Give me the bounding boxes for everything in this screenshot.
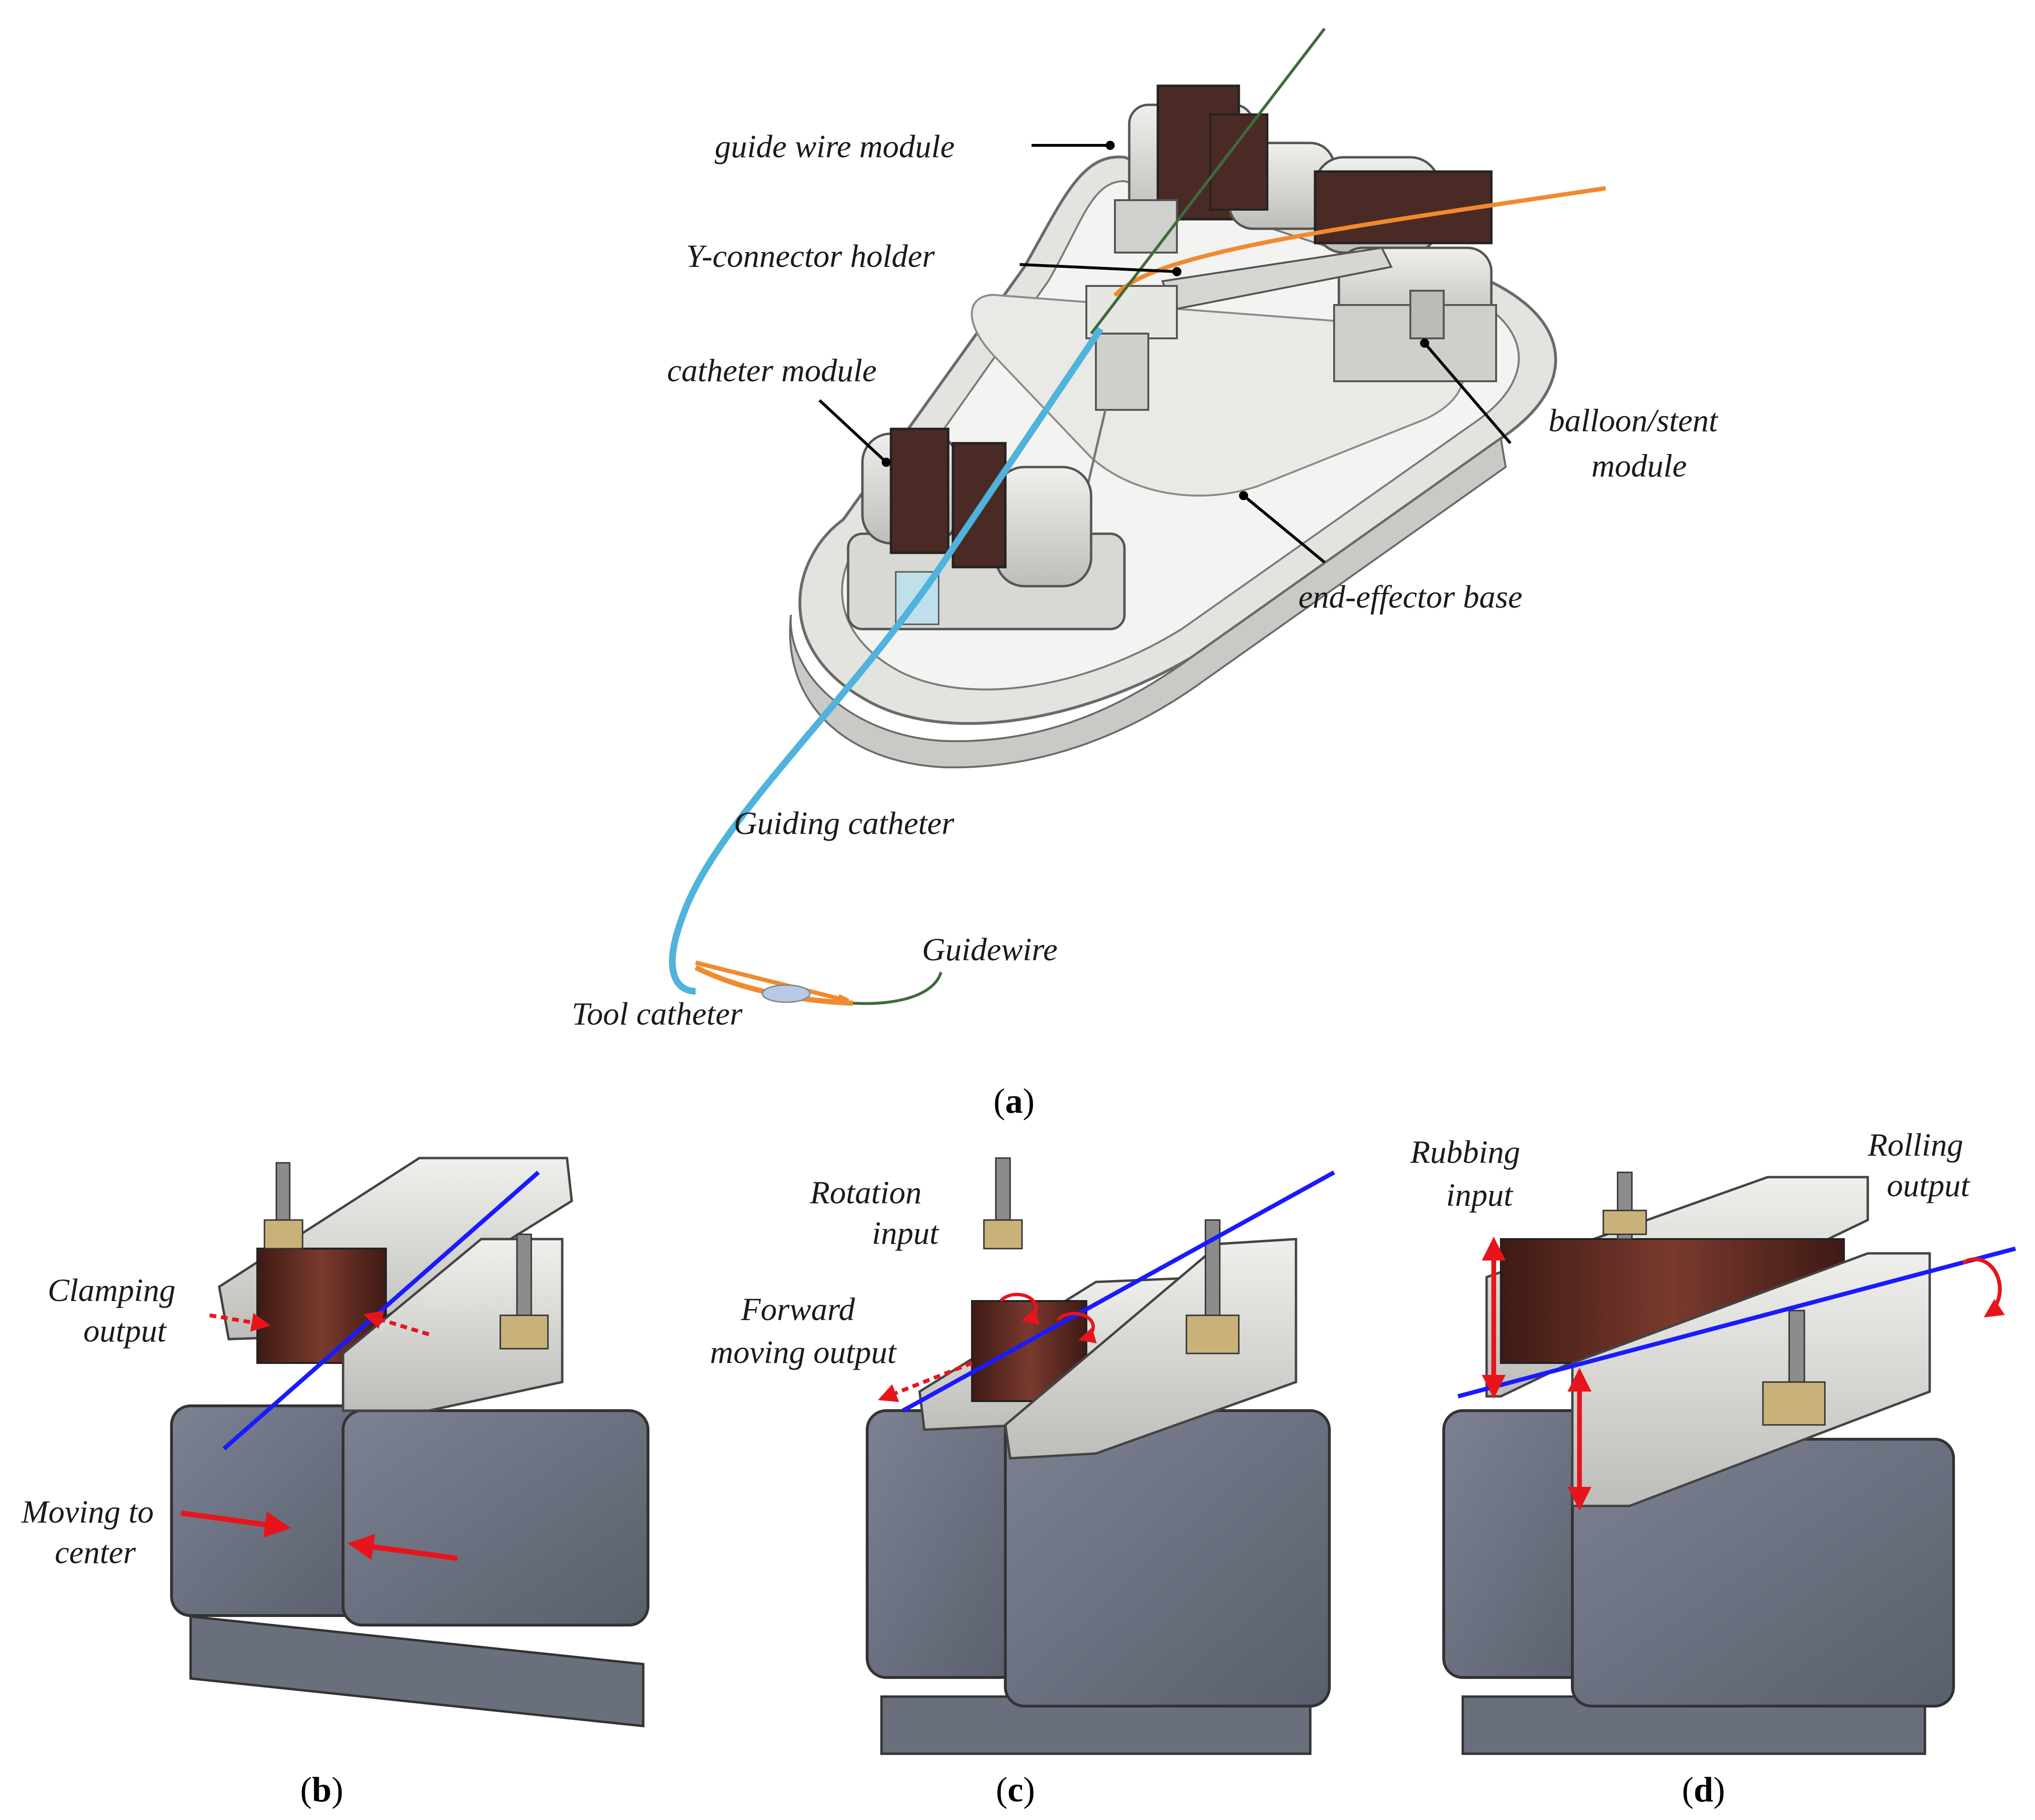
mechanism-c-nut-left	[983, 1219, 1023, 1250]
label-rubbing-2: input	[1446, 1177, 1514, 1213]
label-moving-center-1: Moving to	[21, 1494, 154, 1530]
label-forward-1: Forward	[740, 1291, 855, 1327]
arrow-clamping-left	[209, 1313, 271, 1332]
label-rolling-2: output	[1887, 1167, 1971, 1203]
guide-wire-module-illustration	[1114, 84, 1336, 254]
mechanism-c-housing-left	[866, 1409, 1021, 1679]
mechanism-b-nut-left	[263, 1219, 304, 1250]
arrow-moving-center-left	[181, 1510, 291, 1538]
arrow-rotation-2	[1056, 1312, 1097, 1343]
axis-line-c	[901, 1170, 1336, 1413]
panel-c: Rotation input Forward moving output (c)	[710, 1157, 1336, 1810]
label-guidewire: Guidewire	[922, 931, 1058, 967]
panel-a: guide wire module Y-connector holder cat…	[572, 28, 1719, 1121]
caption-c: (c)	[996, 1770, 1035, 1810]
leader-catheter-module	[818, 399, 891, 467]
label-moving-center-2: center	[55, 1534, 136, 1570]
label-rolling-1: Rolling	[1867, 1127, 1963, 1163]
mechanism-d-nut-back	[1602, 1210, 1647, 1235]
mechanism-c-nut-right	[1185, 1314, 1240, 1354]
label-rotation-1: Rotation	[810, 1174, 921, 1210]
label-guide-wire-module: guide wire module	[715, 128, 955, 164]
caption-a: (a)	[993, 1082, 1034, 1121]
label-guiding-catheter: Guiding catheter	[734, 805, 954, 841]
label-rubbing-1: Rubbing	[1410, 1134, 1520, 1170]
arrow-moving-center-right	[347, 1534, 458, 1561]
label-balloon-stent-2: module	[1591, 447, 1687, 484]
leader-balloon-stent	[1420, 338, 1512, 444]
mechanism-b-clamp-right	[342, 1238, 564, 1412]
balloon-illustration	[761, 984, 811, 1003]
arrow-rolling	[1962, 1257, 2005, 1318]
label-tool-catheter: Tool catheter	[572, 996, 743, 1032]
label-catheter-module: catheter module	[667, 352, 877, 388]
axis-line-b	[223, 1170, 540, 1451]
label-balloon-stent-1: balloon/stent	[1549, 402, 1719, 438]
guiding-catheter-line	[669, 327, 1104, 995]
mechanism-b-base	[189, 1615, 645, 1728]
label-end-effector-base: end-effector base	[1298, 579, 1522, 615]
mechanism-d-nut-front	[1762, 1381, 1826, 1426]
mechanism-b-housing-right	[342, 1409, 649, 1627]
arrow-forward-moving	[878, 1361, 973, 1402]
caption-d: (d)	[1682, 1770, 1725, 1810]
label-clamping-1: Clamping	[48, 1272, 175, 1308]
caption-b: (b)	[300, 1770, 343, 1810]
label-clamping-2: output	[83, 1312, 167, 1349]
axis-line-d	[1457, 1246, 2016, 1399]
label-rotation-2: input	[872, 1215, 940, 1251]
label-y-connector-holder: Y-connector holder	[686, 238, 935, 274]
leader-end-effector-base	[1239, 491, 1326, 564]
mechanism-b-nut-right	[499, 1314, 549, 1350]
label-forward-2: moving output	[710, 1334, 897, 1370]
panel-d: Rubbing input Rolling output (d)	[1410, 1127, 2016, 1810]
leader-y-connector	[1019, 263, 1182, 276]
arrow-rotation-1	[999, 1292, 1040, 1324]
mechanism-b-shaft-right	[516, 1233, 532, 1331]
panel-b: Clamping output Moving to center (b)	[21, 1157, 649, 1810]
guidewire-line	[852, 28, 1326, 1005]
